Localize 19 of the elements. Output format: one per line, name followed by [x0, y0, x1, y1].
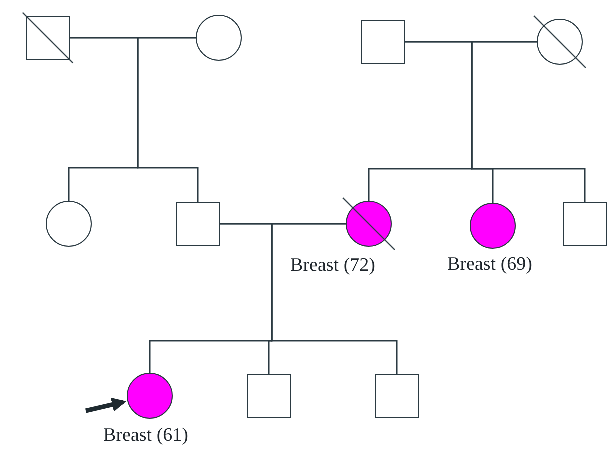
- square-symbol: [563, 202, 607, 246]
- square-symbol: [375, 374, 419, 418]
- square-symbol: [247, 374, 291, 418]
- affected-circle-symbol: [470, 203, 516, 249]
- pedigree-line: [368, 41, 473, 201]
- pedigree-line: [405, 41, 537, 43]
- circle-symbol: [196, 15, 242, 61]
- pedigree-line: [149, 223, 273, 373]
- square-symbol: [176, 202, 220, 246]
- pedigree-line: [68, 37, 139, 201]
- condition-label: Breast (61): [104, 426, 188, 447]
- affected-circle-symbol: [127, 373, 173, 419]
- pedigree-line: [220, 223, 346, 225]
- square-symbol: [361, 20, 405, 64]
- condition-label: Breast (69): [448, 255, 532, 276]
- circle-symbol: [46, 201, 92, 247]
- condition-label: Breast (72): [290, 256, 376, 277]
- proband-arrow: [85, 398, 126, 414]
- pedigree-line: [70, 37, 196, 39]
